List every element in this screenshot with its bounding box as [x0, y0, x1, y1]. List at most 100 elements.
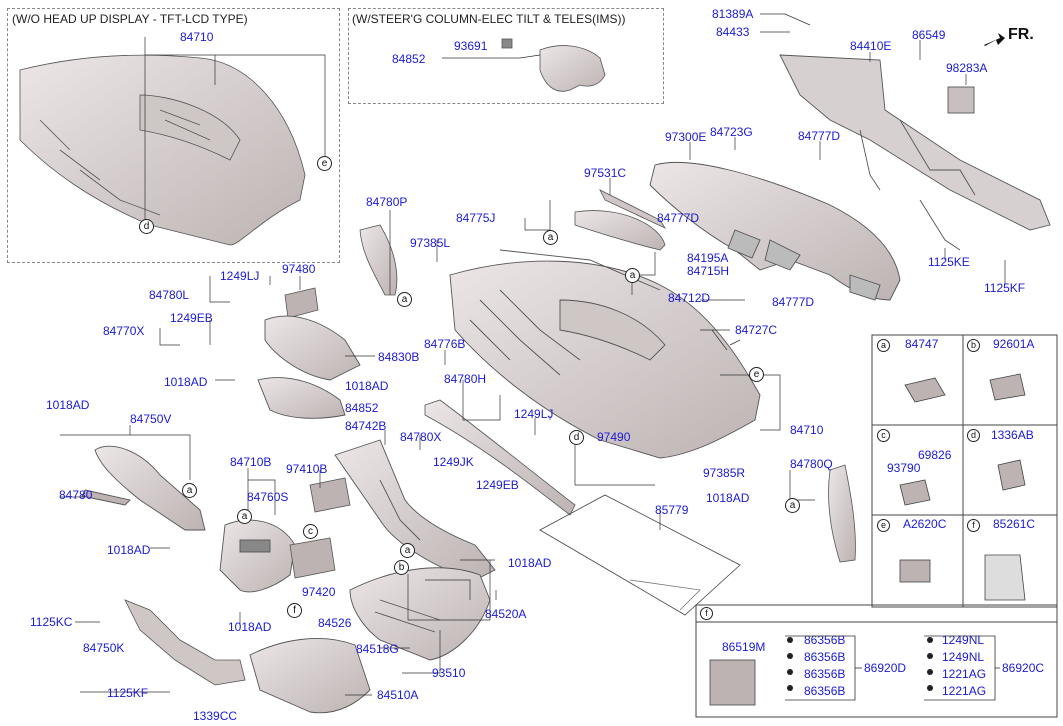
part-label-98283A[interactable]: 98283A	[946, 61, 988, 75]
part-label-1018AD-6[interactable]: 1018AD	[508, 556, 552, 570]
part-label-84518G[interactable]: 84518G	[356, 642, 399, 656]
part-label-1018AD-7[interactable]: 1018AD	[228, 620, 272, 634]
legend-part-A2620C[interactable]: A2620C	[903, 517, 947, 531]
part-label-86920D[interactable]: 86920D	[864, 661, 907, 675]
part-label-86519M[interactable]: 86519M	[722, 640, 766, 654]
part-label-93510[interactable]: 93510	[432, 666, 466, 680]
part-label-84777D-3[interactable]: 84777D	[772, 295, 815, 309]
part-label-97300E[interactable]: 97300E	[665, 130, 707, 144]
side-cover-drawing	[359, 224, 398, 296]
part-label-1125KF-right[interactable]: 1125KF	[984, 281, 1026, 295]
legend-part-93790[interactable]: 93790	[887, 461, 921, 475]
part-label-97410B[interactable]: 97410B	[286, 462, 328, 476]
part-label-84780Q[interactable]: 84780Q	[790, 457, 833, 471]
part-label-1249LJ-2[interactable]: 1249LJ	[514, 407, 554, 421]
part-label-1018AD-3[interactable]: 1018AD	[46, 398, 90, 412]
fbox-g1-item-4[interactable]: 86356B	[804, 684, 846, 698]
part-label-1018AD-2[interactable]: 1018AD	[345, 379, 389, 393]
part-label-84852-mid[interactable]: 84852	[345, 401, 379, 415]
legend-letter-a: a	[877, 339, 890, 352]
part-label-97490[interactable]: 97490	[597, 430, 631, 444]
part-label-97385R[interactable]: 97385R	[703, 466, 746, 480]
part-label-1018AD-5[interactable]: 1018AD	[107, 543, 151, 557]
part-label-1125KC[interactable]: 1125KC	[30, 615, 73, 629]
part-label-84712D[interactable]: 84712D	[668, 291, 711, 305]
fbox-g1-item-3[interactable]: 86356B	[804, 667, 846, 681]
part-label-84433[interactable]: 84433	[716, 25, 750, 39]
column-shroud-drawing	[501, 38, 606, 92]
part-label-84750V[interactable]: 84750V	[130, 412, 172, 426]
callout-a: a	[625, 268, 640, 283]
part-label-84723G[interactable]: 84723G	[710, 125, 753, 139]
legend-part-1336AB[interactable]: 1336AB	[991, 428, 1034, 442]
part-label-1339CC[interactable]: 1339CC	[193, 709, 238, 723]
part-label-84710-right[interactable]: 84710	[790, 423, 824, 437]
part-label-86920C[interactable]: 86920C	[1002, 661, 1045, 675]
part-label-84780H[interactable]: 84780H	[444, 372, 487, 386]
fbox-g2-item-4[interactable]: 1221AG	[942, 684, 987, 698]
part-label-1249JK[interactable]: 1249JK	[433, 455, 474, 469]
fbox-g2-item-3[interactable]: 1221AG	[942, 667, 987, 681]
part-label-86549[interactable]: 86549	[912, 28, 946, 42]
part-label-84770X[interactable]: 84770X	[103, 324, 145, 338]
part-label-97531C[interactable]: 97531C	[584, 166, 627, 180]
part-label-84520A[interactable]: 84520A	[485, 607, 527, 621]
part-label-84780P[interactable]: 84780P	[366, 195, 408, 209]
part-label-1125KF-left[interactable]: 1125KF	[107, 686, 149, 700]
legend-part-85261C[interactable]: 85261C	[993, 517, 1036, 531]
part-label-84780L[interactable]: 84780L	[149, 288, 190, 302]
legend-part-84747[interactable]: 84747	[905, 337, 939, 351]
part-label-84777D-1[interactable]: 84777D	[798, 129, 841, 143]
callout-a: a	[182, 483, 197, 498]
mid-panel-title: (W/STEER'G COLUMN-ELEC TILT & TELES(IMS)…	[352, 12, 626, 26]
part-label-84526[interactable]: 84526	[318, 616, 352, 630]
part-label-84410E[interactable]: 84410E	[850, 39, 892, 53]
fbox-g2-item-1[interactable]: 1249NL	[942, 633, 985, 647]
part-label-85779[interactable]: 85779	[655, 503, 689, 517]
part-label-84760S[interactable]: 84760S	[247, 490, 289, 504]
part-label-1125KE[interactable]: 1125KE	[928, 255, 970, 269]
part-label-1018AD-1[interactable]: 1018AD	[164, 375, 208, 389]
part-label-84715H[interactable]: 84715H	[687, 264, 730, 278]
part-label-1018AD-4[interactable]: 1018AD	[706, 491, 750, 505]
part-label-1249EB-2[interactable]: 1249EB	[476, 478, 519, 492]
part-label-84780X[interactable]: 84780X	[400, 430, 442, 444]
part-label-1249EB-1[interactable]: 1249EB	[170, 311, 213, 325]
fbox-g2-item-2[interactable]: 1249NL	[942, 650, 985, 664]
callout-a: a	[400, 543, 415, 558]
part-label-84830B[interactable]: 84830B	[378, 350, 420, 364]
part-label-84710-top[interactable]: 84710	[180, 30, 214, 44]
knee-panel-drawing	[81, 445, 206, 531]
fbox-g1-item-2[interactable]: 86356B	[804, 650, 846, 664]
legend-letter-d: d	[967, 429, 980, 442]
part-label-97420[interactable]: 97420	[302, 585, 336, 599]
part-label-84750K[interactable]: 84750K	[83, 641, 125, 655]
legend-part-69826[interactable]: 69826	[918, 448, 952, 462]
lower-trim-drawing	[424, 399, 576, 516]
fbox-g1-item-1[interactable]: 86356B	[804, 633, 846, 647]
callout-e: e	[749, 367, 764, 382]
part-label-84852-top[interactable]: 84852	[392, 52, 426, 66]
part-label-97480[interactable]: 97480	[282, 262, 316, 276]
part-label-84710B[interactable]: 84710B	[230, 455, 272, 469]
callout-a: a	[785, 498, 800, 513]
part-label-84780[interactable]: 84780	[59, 488, 93, 502]
callout-e: e	[317, 156, 332, 171]
part-label-93691[interactable]: 93691	[454, 39, 488, 53]
part-label-84195A[interactable]: 84195A	[687, 251, 729, 265]
part-label-84727C[interactable]: 84727C	[735, 323, 778, 337]
part-label-81389A[interactable]: 81389A	[712, 7, 754, 21]
part-label-84742B[interactable]: 84742B	[345, 419, 387, 433]
part-label-1249LJ-1[interactable]: 1249LJ	[220, 269, 260, 283]
part-label-84777D-2[interactable]: 84777D	[657, 211, 700, 225]
legend-part-92601A[interactable]: 92601A	[993, 337, 1035, 351]
part-label-84510A[interactable]: 84510A	[377, 688, 419, 702]
part-label-84776B[interactable]: 84776B	[424, 337, 466, 351]
left-variant-box	[7, 8, 340, 263]
defroster-drawing	[574, 189, 667, 251]
part-label-84775J[interactable]: 84775J	[456, 211, 496, 225]
part-label-97385L[interactable]: 97385L	[410, 236, 451, 250]
legend-grid	[695, 334, 1058, 718]
